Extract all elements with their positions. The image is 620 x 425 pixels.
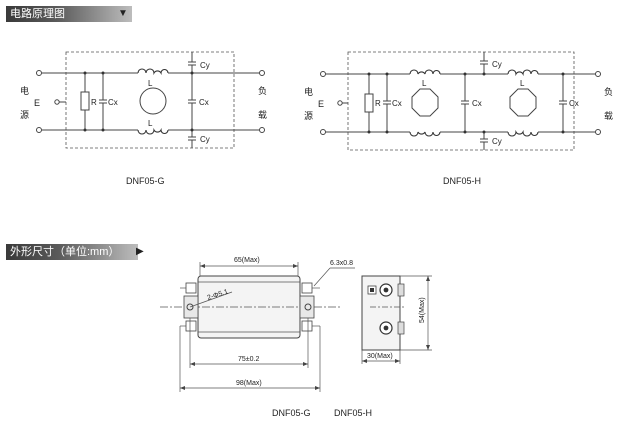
label-cx-right: Cx [199,98,209,107]
label-cy-top: Cy [200,61,210,70]
terminal-in-bot-h [320,129,326,135]
terminal-tab-right-bot [301,320,313,332]
label-inductor-2: L [520,79,525,88]
label-cx-2: Cx [472,99,482,108]
enclosure-dashed-h [347,51,575,151]
terminal-earth-in [54,99,60,105]
inductor-bot-icon [137,127,169,135]
terminal-out-bot-h [595,129,601,135]
play-arrow-icon: ▶ [136,246,144,257]
label-source-top: 电 [20,85,29,96]
core-octagon-2 [509,88,537,117]
terminal-tab-left-top [185,282,197,294]
caption-circuit-g: DNF05-G [126,176,165,186]
label-cx-3: Cx [569,99,579,108]
core-circle [139,87,167,115]
dim-width-max: 65(Max) [234,257,260,264]
label-load-bot-h: 载 [604,110,613,121]
inductor-1-bot-icon [409,129,441,137]
dimensions-header-label: 外形尺寸（单位:mm） [10,246,120,258]
dimensions-header: 外形尺寸（单位:mm） ▶ [6,244,144,260]
label-earth-h: E [318,99,324,109]
label-earth: E [34,98,40,108]
dropdown-arrow-icon: ▼ [118,8,128,19]
label-source-bot-h: 源 [304,111,313,121]
terminal-in-bot [36,127,42,133]
label-resistor-h: R [375,99,381,108]
caption-circuit-h: DNF05-H [443,176,482,186]
dimension-drawing-front: 65(Max) 6.3x0.8 2-Φ5.1 75±0 [160,257,355,392]
label-inductor-top: L [148,79,153,88]
core-octagon-1 [411,88,439,117]
circuit-header: 电路原理图 ▼ [6,6,132,22]
circuit-diagram-g: 电 E 源 负 载 R Cx Cx Cy Cy L L [20,51,267,149]
circuit-diagram-h: 电 E 源 负 载 R Cx Cx Cx Cy Cy L L [304,51,613,151]
label-cx-1: Cx [392,99,402,108]
inductor-2-top-icon [507,69,539,77]
inductor-top-icon [137,68,169,76]
terminal-earth-in-h [337,100,343,106]
terminal-in-top-h [320,71,326,77]
label-cx-left: Cx [108,98,118,107]
terminal-out-top [259,70,265,76]
label-load-bot: 载 [258,109,267,120]
label-inductor-1: L [422,79,427,88]
terminal-tab-right-top [301,282,313,294]
terminal-tab-left-bot [185,320,197,332]
terminal-out-bot [259,127,265,133]
dimension-drawing-side: 54(Max) 30(Max) [361,275,432,364]
label-cy-top-h: Cy [492,60,502,69]
dim-terminal-size: 6.3x0.8 [330,260,353,267]
label-source-top-h: 电 [304,86,313,97]
dim-height-max: 54(Max) [419,297,426,323]
label-source-bot: 源 [20,110,29,120]
caption-dims-g: DNF05-G [272,408,311,418]
dim-overall-length: 98(Max) [236,380,262,387]
resistor-h-icon [364,93,374,113]
dim-mount-spacing: 75±0.2 [238,356,259,363]
label-load-top: 负 [258,85,267,96]
terminal-in-top [36,70,42,76]
terminal-out-top-h [595,71,601,77]
dim-depth-max: 30(Max) [367,353,393,360]
inductor-1-top-icon [409,69,441,77]
caption-dims-h: DNF05-H [334,408,373,418]
label-resistor: R [91,98,97,107]
enclosure-dashed-g [65,51,235,149]
circuit-header-label: 电路原理图 [10,8,65,20]
inductor-2-bot-icon [507,129,539,137]
label-inductor-bot: L [148,119,153,128]
label-cy-bot: Cy [200,135,210,144]
label-load-top-h: 负 [604,86,613,97]
label-cy-bot-h: Cy [492,137,502,146]
resistor-icon [80,91,90,111]
